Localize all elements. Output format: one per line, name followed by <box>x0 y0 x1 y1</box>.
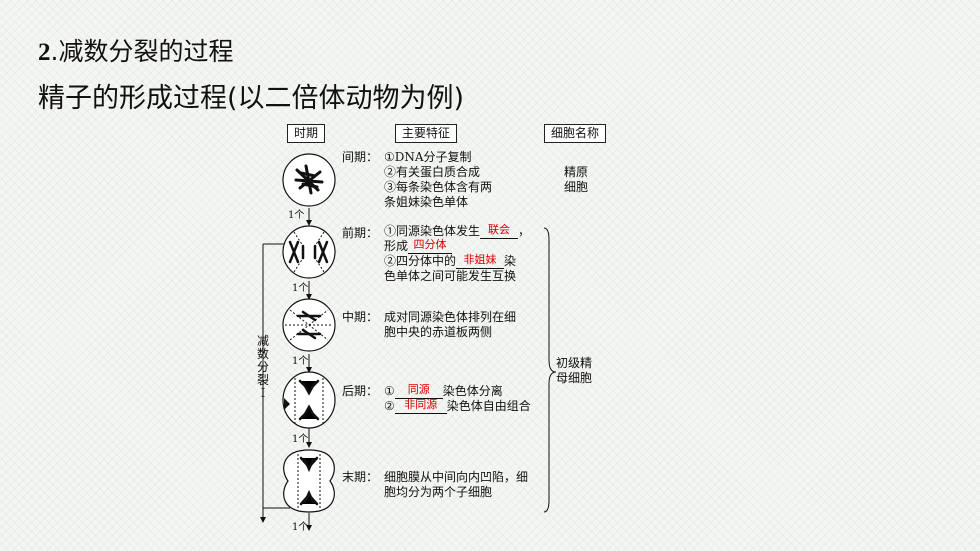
telophase-label: 末期： <box>342 470 379 484</box>
telophase-cell <box>283 449 335 513</box>
meiosis-one-label: 减 数 分 裂 Ⅰ <box>256 334 269 400</box>
subheading: 精子的形成过程(以二倍体动物为例) <box>38 83 465 114</box>
count-label: 1个 <box>292 522 309 533</box>
count-label: 1个 <box>292 434 309 445</box>
primary-spermatocyte-name: 初级精 母细胞 <box>556 356 593 385</box>
metaphase-cell <box>282 298 336 352</box>
header-cell-name: 细胞名称 <box>544 124 606 143</box>
prophase-features: ①同源染色体发生联会， 形成四分体 ②四分体中的非姐妹染 色单体之间可能发生互换 <box>384 223 531 283</box>
section-title: .减数分裂的过程 <box>50 37 234 66</box>
header-features: 主要特征 <box>395 124 457 143</box>
header-period: 时期 <box>287 124 325 143</box>
count-label: 1个 <box>288 210 305 221</box>
answer-homologous: 同源 <box>407 383 430 396</box>
primary-cell-brace <box>543 227 557 513</box>
metaphase-label: 中期： <box>342 310 379 324</box>
answer-non-sister: 非姐妹 <box>463 253 497 266</box>
section-number: 2 <box>38 39 51 66</box>
spermatogonium-name: 精原 细胞 <box>564 165 589 194</box>
telophase-features: 细胞膜从中间向内凹陷，细 胞均分为两个子细胞 <box>384 470 529 499</box>
anaphase-cell <box>282 371 336 429</box>
metaphase-features: 成对同源染色体排列在细 胞中央的赤道板两侧 <box>384 310 517 339</box>
section-heading: 2.减数分裂的过程 <box>38 32 233 68</box>
interphase-cell <box>282 153 336 207</box>
anaphase-label: 后期： <box>342 384 379 398</box>
count-label: 1个 <box>292 356 309 367</box>
interphase-features: ①DNA分子复制 ②有关蛋白质合成 ③每条染色体含有两 条姐妹染色单体 <box>384 150 493 209</box>
answer-synapsis: 联会 <box>488 223 511 236</box>
prophase-label: 前期： <box>342 226 379 240</box>
count-label: 1个 <box>292 283 309 294</box>
interphase-label: 间期： <box>342 150 379 164</box>
prophase-cell <box>282 225 336 279</box>
answer-non-homologous: 非同源 <box>404 398 438 411</box>
answer-tetrad: 四分体 <box>413 238 447 251</box>
